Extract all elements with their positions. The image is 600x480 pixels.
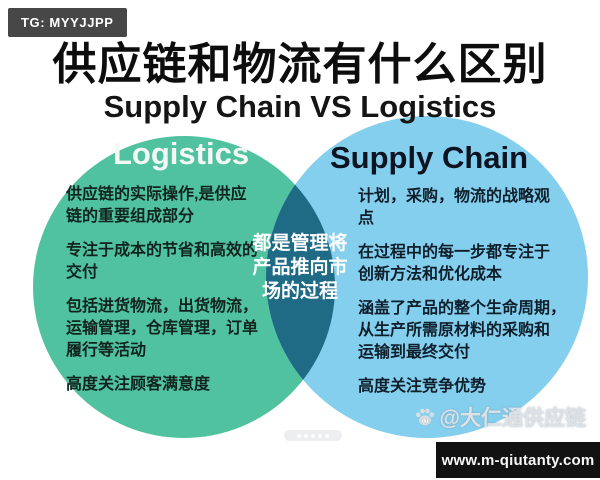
text-line: 计划，采购，物流的战略观	[358, 188, 551, 205]
text-line: 产品推向市	[252, 257, 348, 278]
text-line: 高度关注顾客满意度	[66, 376, 211, 393]
footer-url: www.m-qiutanty.com	[441, 451, 595, 469]
text-line: 包括进货物流，出货物流，	[66, 298, 259, 315]
supply-chain-point-2: 在过程中的每一步都专注于 创新方法和优化成本	[358, 242, 566, 286]
svg-text:du: du	[421, 419, 427, 425]
text-line: 专注于成本的节省和高效的	[66, 242, 259, 259]
baidu-paw-icon: du	[415, 408, 434, 426]
logistics-point-1: 供应链的实际操作,是供应 链的重要组成部分	[66, 184, 258, 228]
text-line: 创新方法和优化成本	[358, 266, 503, 283]
supply-chain-point-4: 高度关注竞争优势	[358, 376, 566, 398]
text-line: 履行等活动	[66, 342, 147, 359]
logistics-point-4: 高度关注顾客满意度	[66, 374, 258, 396]
author-watermark: du @大仁通供应链	[414, 402, 586, 432]
logistics-circle	[33, 136, 335, 438]
supply-chain-point-3: 涵盖了产品的整个生命周期， 从生产所需原材料的采购和 运输到最终交付	[358, 298, 566, 364]
tg-badge: TG: MYYJJPP	[8, 8, 127, 37]
text-line: 运输管理，仓库管理，订单	[66, 320, 259, 337]
text-line: 链的重要组成部分	[66, 208, 195, 225]
logistics-point-3: 包括进货物流，出货物流， 运输管理，仓库管理，订单 履行等活动	[66, 296, 258, 362]
supply-chain-heading: Supply Chain	[330, 140, 529, 175]
text-line: 运输到最终交付	[358, 344, 471, 361]
supply-chain-points: 计划，采购，物流的战略观 点 在过程中的每一步都专注于 创新方法和优化成本 涵盖…	[358, 186, 566, 410]
footer-url-bar: www.m-qiutanty.com	[436, 442, 600, 478]
text-line: 场的过程	[261, 281, 338, 302]
text-line: 高度关注竞争优势	[358, 378, 487, 395]
text-line: 交付	[66, 264, 99, 281]
text-line: 都是管理将	[252, 233, 348, 254]
text-line: 供应链的实际操作,是供应	[66, 186, 247, 203]
text-line: 在过程中的每一步都专注于	[358, 244, 551, 261]
page-title: 供应链和物流有什么区别	[52, 40, 548, 89]
faint-watermark	[284, 430, 342, 441]
supply-chain-point-1: 计划，采购，物流的战略观 点	[358, 186, 566, 230]
logistics-heading: Logistics	[113, 136, 250, 171]
page-subtitle: Supply Chain VS Logistics	[103, 89, 497, 124]
text-line: 点	[358, 210, 375, 227]
watermark-handle: @大仁通供应链	[439, 407, 586, 430]
logistics-points: 供应链的实际操作,是供应 链的重要组成部分 专注于成本的节省和高效的 交付 包括…	[66, 184, 258, 408]
text-line: 涵盖了产品的整个生命周期，	[358, 300, 567, 317]
text-line: 从生产所需原材料的采购和	[358, 322, 551, 339]
logistics-point-2: 专注于成本的节省和高效的 交付	[66, 240, 258, 284]
overlap-text: 都是管理将 产品推向市 场的过程	[242, 232, 358, 304]
supply-chain-circle	[266, 116, 588, 438]
